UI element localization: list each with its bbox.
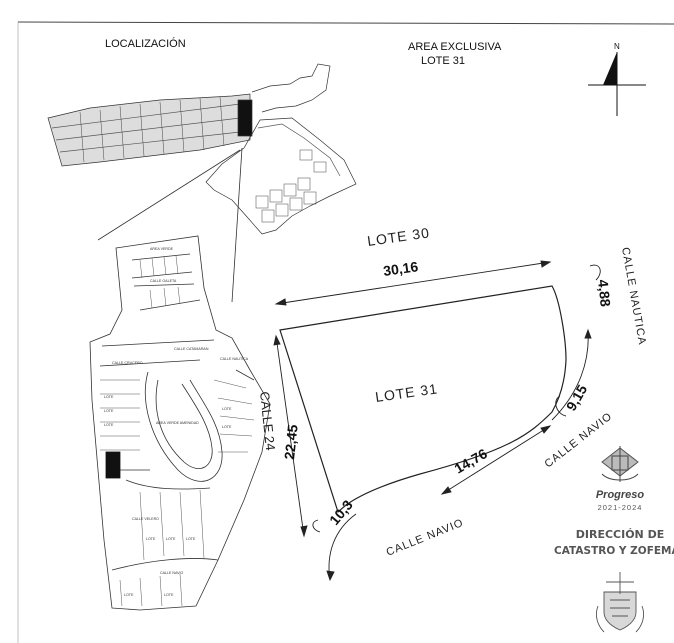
svg-text:LOTE: LOTE xyxy=(222,407,232,411)
svg-text:CALLE CRUCERO: CALLE CRUCERO xyxy=(112,361,143,365)
svg-text:LOTE: LOTE xyxy=(104,409,114,413)
stamp-dept-line2: CATASTRO Y ZOFEMAT xyxy=(554,545,674,557)
dim-top: 30,16 xyxy=(382,258,419,279)
dim-right-upper: 4,88 xyxy=(595,279,614,308)
highlighted-lot xyxy=(105,451,121,479)
lot-title: LOTE 31 xyxy=(421,55,465,67)
svg-text:CALLE GALETA: CALLE GALETA xyxy=(150,279,177,283)
lot-30-label: LOTE 30 xyxy=(366,224,431,249)
calle-nautica-label: CALLE NAUTICA xyxy=(619,246,648,346)
calle-24-label: CALLE 24 xyxy=(257,391,278,452)
dim-left: 22,45 xyxy=(281,424,301,461)
leader-line-right xyxy=(231,147,243,303)
svg-text:LOTE: LOTE xyxy=(104,395,114,399)
svg-text:CALLE NAUTICA: CALLE NAUTICA xyxy=(220,357,249,361)
location-title: LOCALIZACIÓN xyxy=(105,37,186,50)
stamp-city: Progreso xyxy=(596,489,645,501)
stamp-years: 2021-2024 xyxy=(598,503,643,512)
frame-top-line xyxy=(17,21,674,25)
area-title: AREA EXCLUSIVA xyxy=(408,41,502,53)
svg-text:CALLE VELERO: CALLE VELERO xyxy=(132,517,159,521)
dim-bottom: 14,76 xyxy=(452,445,491,476)
svg-text:CALLE NAVIO: CALLE NAVIO xyxy=(160,571,184,575)
calle-navio-bottom-label: CALLE NAVIO xyxy=(385,517,466,559)
lot-31-label: LOTE 31 xyxy=(374,380,439,405)
svg-text:LOTE: LOTE xyxy=(164,593,174,597)
svg-text:LOTE: LOTE xyxy=(124,593,134,597)
dim-right-lower: 9,15 xyxy=(563,382,591,414)
lot-31-boundary xyxy=(279,285,567,514)
subdivision-inset-map xyxy=(89,235,271,611)
svg-text:LOTE: LOTE xyxy=(146,537,156,541)
svg-text:LOTE: LOTE xyxy=(166,537,176,541)
svg-text:LOTE: LOTE xyxy=(104,423,114,427)
north-label: N xyxy=(614,42,620,51)
coat-of-arms-icon xyxy=(595,572,645,633)
inset-map-labels: AREA VERDE CALLE GALETA CALLE CATAMARAN … xyxy=(104,247,249,597)
svg-text:LOTE: LOTE xyxy=(186,537,196,541)
location-overview-map xyxy=(47,63,357,235)
dimension-lines xyxy=(273,260,601,582)
svg-text:AREA VERDE: AREA VERDE xyxy=(150,247,174,251)
north-arrow-icon: N xyxy=(588,42,646,116)
stamp-dept-line1: DIRECCIÓN DE xyxy=(576,528,664,541)
svg-text:LOTE: LOTE xyxy=(222,425,232,429)
progreso-logo-icon xyxy=(601,446,639,482)
svg-text:AREA VERDE AMENIDAD: AREA VERDE AMENIDAD xyxy=(156,421,199,425)
leader-line-left xyxy=(97,149,241,241)
svg-text:CALLE CATAMARAN: CALLE CATAMARAN xyxy=(174,347,209,351)
